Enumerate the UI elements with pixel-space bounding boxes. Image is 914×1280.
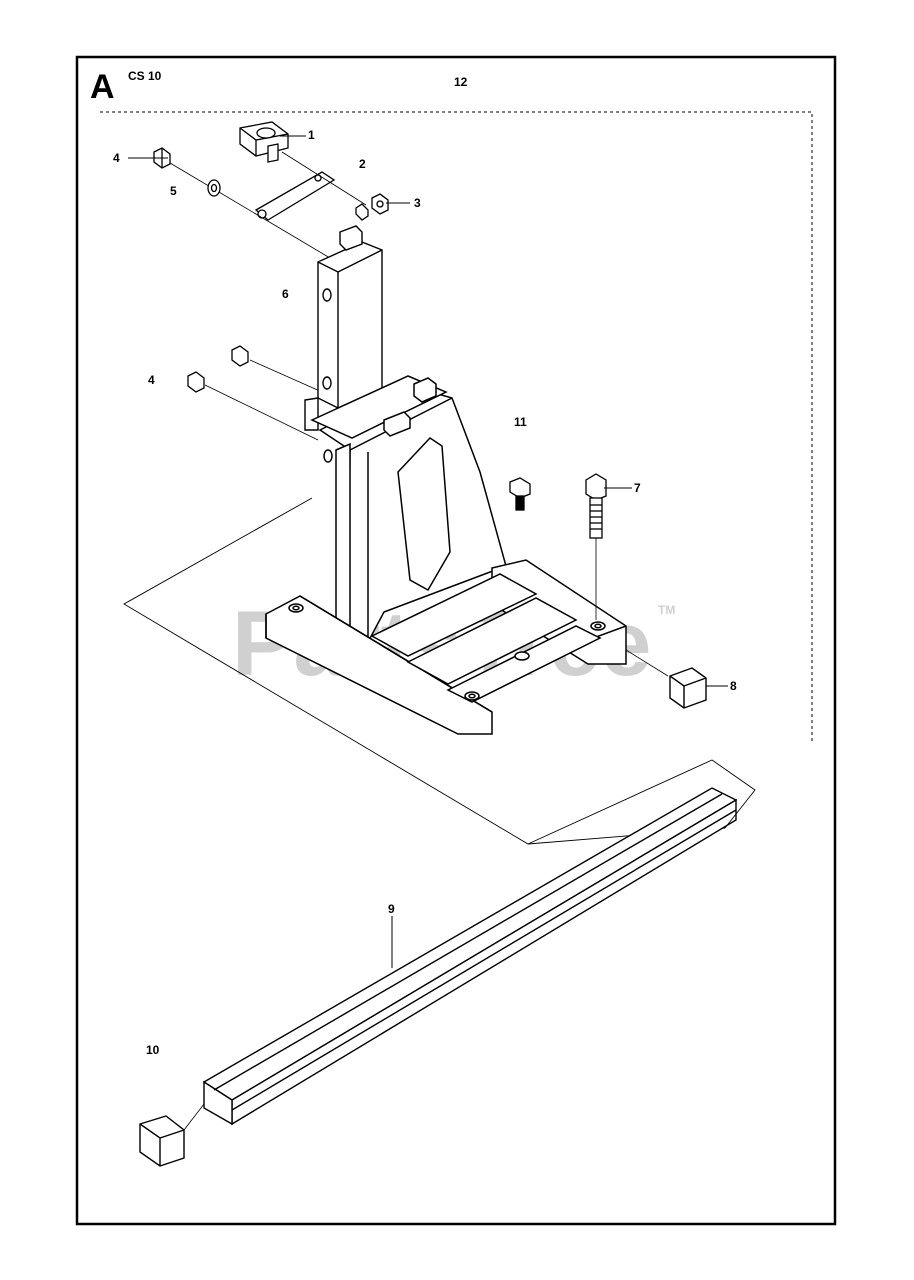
part-4-bolt-mid-a bbox=[231, 345, 249, 367]
part-9-long-rail bbox=[202, 787, 738, 1126]
part-2-link-plate bbox=[254, 171, 336, 221]
callout-8: 8 bbox=[730, 679, 737, 693]
callout-5: 5 bbox=[170, 184, 177, 198]
rail-floor-outline bbox=[527, 759, 756, 845]
callout-2: 2 bbox=[359, 157, 366, 171]
part-11-base-frame bbox=[265, 559, 627, 735]
callout-9: 9 bbox=[388, 902, 395, 916]
part-1-clamp-bracket bbox=[239, 121, 289, 163]
callout-4-mid: 4 bbox=[148, 373, 155, 387]
callout-4-top: 4 bbox=[113, 151, 120, 165]
section-letter: A bbox=[90, 68, 115, 106]
part-7-long-bolt bbox=[585, 473, 607, 620]
floor-outline bbox=[123, 497, 726, 845]
callout-12: 12 bbox=[454, 75, 468, 89]
part-3-nut bbox=[355, 193, 389, 221]
part-5-washer bbox=[207, 179, 221, 197]
callout-6: 6 bbox=[282, 287, 289, 301]
part-11-stand-body bbox=[310, 375, 507, 643]
callout-1: 1 bbox=[308, 128, 315, 142]
part-10-rail-end-cap bbox=[139, 1103, 205, 1167]
callout-10: 10 bbox=[146, 1043, 160, 1057]
part-8-end-cap bbox=[625, 649, 707, 709]
callout-3: 3 bbox=[414, 196, 421, 210]
page-frame bbox=[75, 55, 837, 1226]
watermark-tm: TM bbox=[658, 603, 675, 617]
model-label: CS 10 bbox=[128, 69, 162, 83]
part-11-small-bolt bbox=[509, 477, 531, 511]
assembly-leader-lines bbox=[169, 151, 367, 441]
callout-7: 7 bbox=[634, 481, 641, 495]
callout-11: 11 bbox=[514, 415, 527, 429]
part-4-bolt-mid-b bbox=[187, 371, 205, 393]
callout-leaders bbox=[128, 135, 728, 968]
